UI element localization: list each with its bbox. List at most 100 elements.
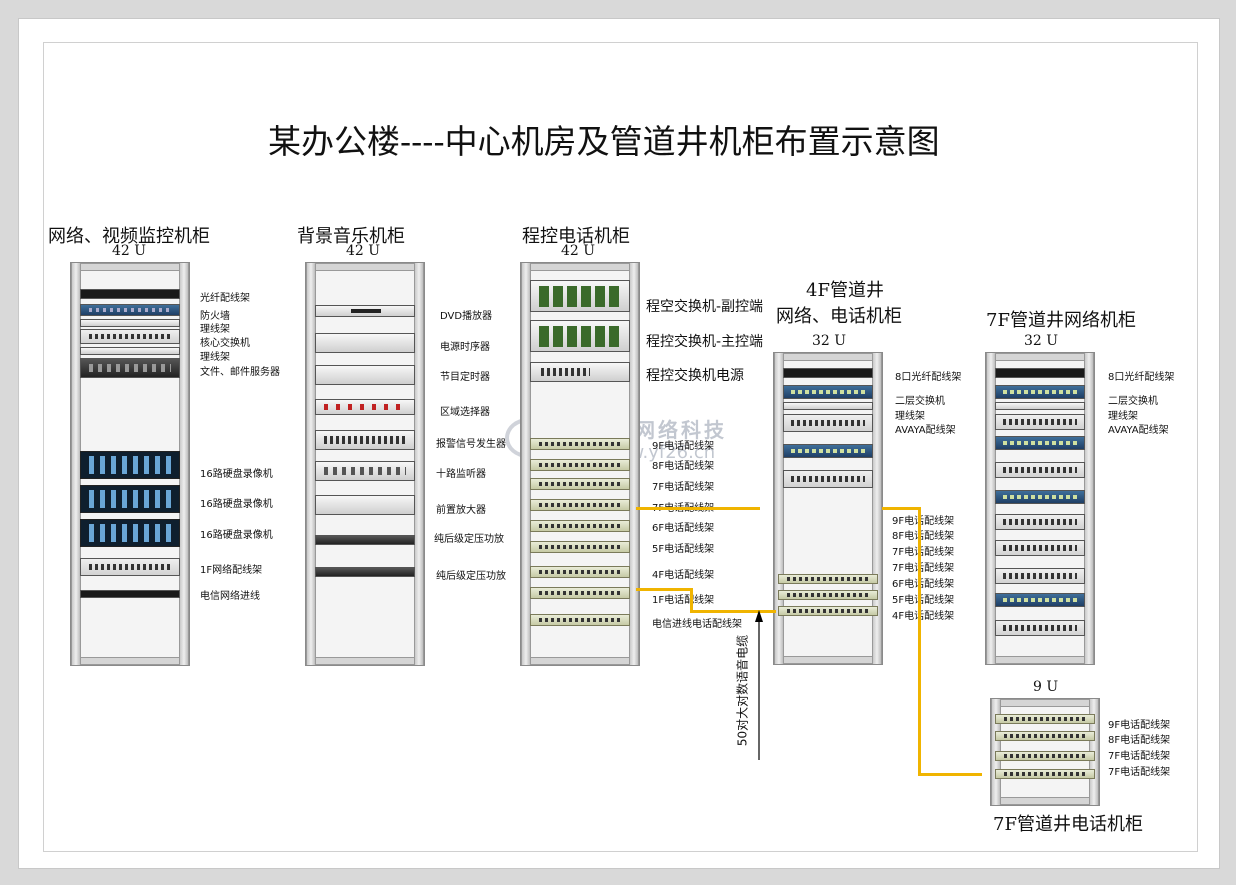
label: 理线架 [895, 411, 925, 422]
rack-4f-name-line2: 网络、电话机柜 [776, 306, 902, 327]
diagram-frame [43, 42, 1198, 852]
diagram-title: 某办公楼----中心机房及管道井机柜布置示意图 [268, 122, 940, 161]
dvr-16ch [80, 519, 180, 547]
label: 4F电话配线架 [892, 611, 955, 622]
cable-pbx-1f [636, 588, 692, 591]
label: 十路监听器 [436, 469, 486, 480]
label: 6F电话配线架 [892, 579, 955, 590]
label: 光纤配线架 [200, 293, 250, 304]
avaya-patch-panel [995, 514, 1085, 530]
phone-patch-panel [778, 574, 878, 584]
label: 防火墙 [200, 311, 230, 322]
label: 二层交换机 [895, 396, 945, 407]
rack-4f-units: 32 U [812, 333, 847, 349]
label: 7F电话配线架 [652, 482, 715, 493]
label: 7F电话配线架 [892, 547, 955, 558]
label: 理线架 [200, 352, 230, 363]
label: 9F电话配线架 [1108, 720, 1171, 731]
rack-network-units: 42 U [112, 243, 147, 259]
layer2-switch [995, 385, 1085, 399]
phone-patch-panel-8f [995, 731, 1095, 741]
phone-patch-panel-7f [530, 478, 630, 490]
rack-music-units: 42 U [346, 243, 381, 259]
rack-network-name: 网络、视频监控机柜 [48, 226, 210, 247]
avaya-patch-panel [995, 414, 1085, 430]
avaya-patch-panel [995, 568, 1085, 584]
rack-4f-name-line1: 4F管道井 [806, 280, 884, 301]
cable-7f-tel-feed [918, 773, 982, 776]
label: 4F电话配线架 [652, 570, 715, 581]
label: 5F电话配线架 [652, 544, 715, 555]
cable-pbx-to-4f [636, 507, 760, 510]
rack-7f-net-units: 32 U [1024, 333, 1059, 349]
label: 1F电话配线架 [652, 595, 715, 606]
rack-7f-tel-name: 7F管道井电话机柜 [993, 814, 1143, 835]
label: AVAYA配线架 [1108, 425, 1169, 436]
alarm-signal-generator [315, 430, 415, 450]
fiber-patch-panel [80, 289, 180, 299]
zone-selector [315, 399, 415, 415]
cable-manager [783, 402, 873, 410]
pbx-master-unit [530, 320, 630, 352]
phone-patch-panel-9f [530, 438, 630, 450]
label: 程控交换机电源 [646, 368, 744, 384]
phone-patch-panel-4f [530, 566, 630, 578]
label: 报警信号发生器 [436, 439, 506, 450]
phone-patch-panel-9f [995, 714, 1095, 724]
label: 前置放大器 [436, 505, 486, 516]
label: 9F电话配线架 [652, 441, 715, 452]
phone-patch-panel-1f [530, 587, 630, 599]
label: 8F电话配线架 [652, 461, 715, 472]
label: 电信网络进线 [200, 591, 260, 602]
label: 8F电话配线架 [892, 531, 955, 542]
power-amplifier [315, 567, 415, 577]
label: 核心交换机 [200, 338, 250, 349]
phone-patch-panel [778, 590, 878, 600]
label: 程空交换机-副控端 [646, 299, 764, 315]
label: 电源时序器 [440, 342, 490, 353]
label: 纯后级定压功放 [436, 571, 506, 582]
label: 节目定时器 [440, 372, 490, 383]
label: 1F网络配线架 [200, 565, 263, 576]
power-amplifier [315, 535, 415, 545]
phone-patch-panel-7f [995, 751, 1095, 761]
layer2-switch [783, 444, 873, 458]
avaya-patch-panel [783, 470, 873, 488]
cable-manager [80, 319, 180, 327]
label: DVD播放器 [440, 311, 493, 322]
label: 7F电话配线架 [1108, 767, 1171, 778]
file-mail-server [80, 358, 180, 378]
label: 7F电话配线架 [892, 563, 955, 574]
label: 程控交换机-主控端 [646, 334, 764, 350]
rack-7f-net-name: 7F管道井网络机柜 [986, 310, 1136, 331]
cable-4f-to-7f-vertical [918, 507, 921, 775]
telecom-network-inlet [80, 590, 180, 598]
dvr-16ch [80, 451, 180, 479]
rack-music-name: 背景音乐机柜 [297, 226, 405, 247]
phone-patch-panel-5f [530, 541, 630, 553]
avaya-patch-panel [783, 414, 873, 432]
avaya-patch-panel [995, 620, 1085, 636]
rack-pbx-units: 42 U [561, 243, 596, 259]
label: 9F电话配线架 [892, 516, 955, 527]
label: 16路硬盘录像机 [200, 499, 273, 510]
phone-patch-panel-8f [530, 459, 630, 471]
label: 6F电话配线架 [652, 523, 715, 534]
pbx-power-supply [530, 362, 630, 382]
label: 理线架 [200, 324, 230, 335]
fiber-patch-panel-8port [995, 368, 1085, 378]
dvd-player [315, 305, 415, 317]
label: 8F电话配线架 [1108, 735, 1171, 746]
ten-channel-monitor [315, 461, 415, 481]
phone-patch-panel-7f [530, 499, 630, 511]
phone-patch-panel-7f [995, 769, 1095, 779]
layer2-switch [995, 436, 1085, 450]
label: 文件、邮件服务器 [200, 367, 280, 378]
phone-patch-panel-6f [530, 520, 630, 532]
preamplifier [315, 495, 415, 515]
label: 理线架 [1108, 411, 1138, 422]
label: 5F电话配线架 [892, 595, 955, 606]
rack-7f-tel-units: 9 U [1033, 679, 1059, 695]
layer2-switch [995, 490, 1085, 504]
cable-pbx-1f-down [690, 588, 693, 612]
